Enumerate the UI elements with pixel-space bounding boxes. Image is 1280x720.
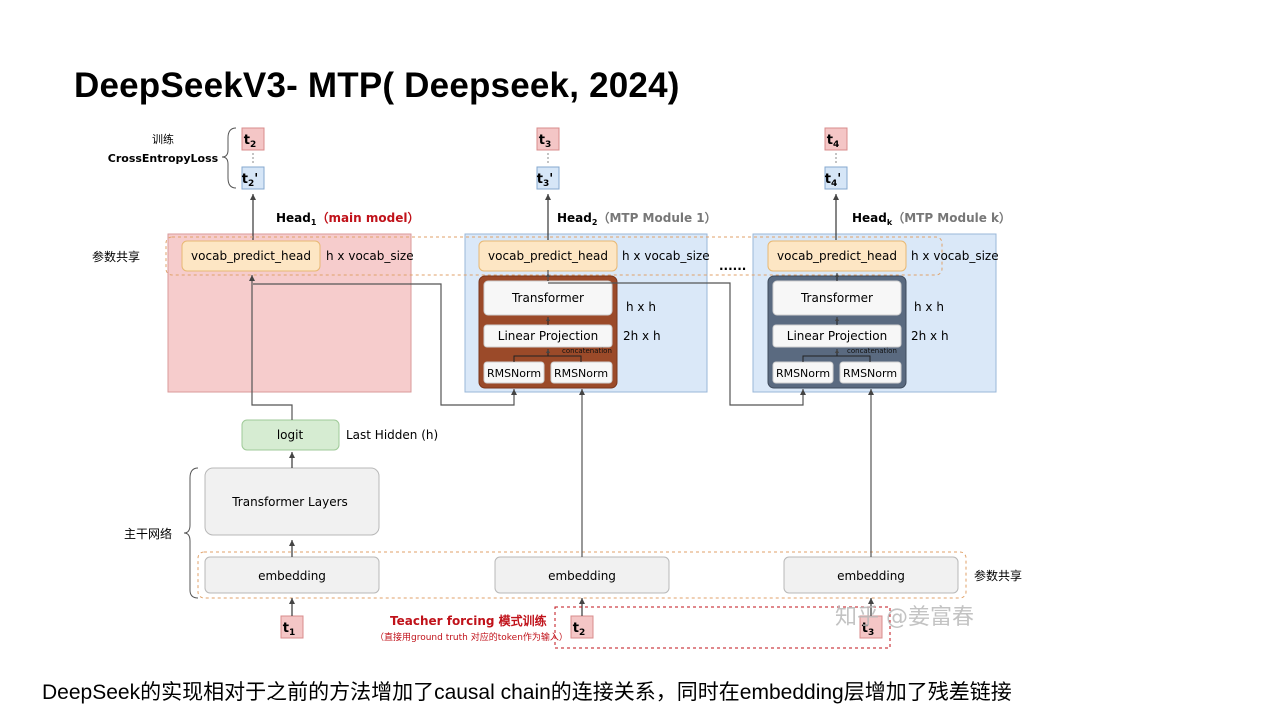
input-token-2: t2 (570, 615, 594, 639)
target-token-2: t3 (536, 127, 560, 151)
transformer-layers-box: Transformer Layers (204, 467, 380, 536)
svg-text:t4: t4 (827, 133, 839, 150)
svg-text:vocab_predict_head: vocab_predict_head (777, 249, 897, 263)
head-1-label: Head1（main model） (276, 210, 419, 227)
linear-dim-k: 2h x h (911, 329, 949, 343)
mtp-module-k-block: Transformer Linear Projection RMSNorm RM… (767, 273, 907, 389)
watermark: 知乎 @姜富春 (835, 605, 974, 630)
vocab-predict-head-k: vocab_predict_head (767, 240, 907, 272)
svg-text:embedding: embedding (837, 569, 905, 583)
svg-text:RMSNorm: RMSNorm (843, 367, 897, 380)
svg-text:Transformer: Transformer (511, 291, 584, 305)
head-k-label: Headk（MTP Module k） (852, 210, 1011, 227)
vocab-dim-k: h x vocab_size (911, 249, 999, 263)
svg-text:t4': t4' (825, 172, 841, 189)
svg-text:t1: t1 (283, 621, 295, 638)
svg-text:t3: t3 (539, 133, 551, 150)
target-token-3: t4 (824, 127, 848, 151)
target-token-1: t2 (241, 127, 265, 151)
input-token-1: t1 (280, 615, 304, 639)
svg-text:t3': t3' (537, 172, 553, 189)
head-2-label: Head2（MTP Module 1） (557, 210, 717, 227)
svg-text:Linear Projection: Linear Projection (787, 329, 887, 343)
transformer-dim-k: h x h (914, 300, 944, 314)
svg-text:t3: t3 (862, 621, 874, 638)
last-hidden-label: Last Hidden (h) (346, 428, 438, 442)
mtp-module-1-block: Transformer Linear Projection RMSNorm RM… (478, 273, 618, 389)
pred-token-2: t3' (536, 166, 560, 190)
vocab-predict-head-2: vocab_predict_head (478, 240, 618, 272)
logit-box: logit (241, 419, 340, 451)
embedding-box-1: embedding (204, 556, 380, 594)
loss-label: CrossEntropyLoss (108, 152, 219, 165)
svg-text:RMSNorm: RMSNorm (554, 367, 608, 380)
loss-brace (221, 127, 237, 189)
svg-text:Transformer: Transformer (800, 291, 873, 305)
causal-chain-2 (547, 270, 803, 406)
svg-text:embedding: embedding (548, 569, 616, 583)
svg-text:t2: t2 (244, 133, 256, 150)
backbone-brace (183, 467, 199, 599)
slide-caption: DeepSeek的实现相对于之前的方法增加了causal chain的连接关系，… (42, 681, 1012, 704)
svg-text:concatenation: concatenation (562, 347, 612, 355)
linear-dim-2: 2h x h (623, 329, 661, 343)
vocab-dim-2: h x vocab_size (622, 249, 710, 263)
slide-title: DeepSeekV3- MTP( Deepseek, 2024) (74, 66, 680, 105)
svg-text:Linear Projection: Linear Projection (498, 329, 598, 343)
svg-text:vocab_predict_head: vocab_predict_head (191, 249, 311, 263)
vocab-predict-head-1: vocab_predict_head (181, 240, 321, 272)
teacher-forcing-label: Teacher forcing 模式训练 (390, 613, 547, 628)
teacher-forcing-region (554, 606, 891, 649)
transformer-dim-2: h x h (626, 300, 656, 314)
param-share-band (165, 236, 943, 276)
svg-text:RMSNorm: RMSNorm (487, 367, 541, 380)
causal-chain-1 (253, 283, 517, 406)
svg-text:concatenation: concatenation (847, 347, 897, 355)
pred-token-1: t2' (241, 166, 265, 190)
embedding-box-2: embedding (494, 556, 670, 594)
embedding-box-3: embedding (783, 556, 959, 594)
train-label: 训练 (152, 132, 174, 146)
svg-text:t2: t2 (573, 621, 585, 638)
svg-text:Transformer Layers: Transformer Layers (231, 495, 348, 509)
svg-text:vocab_predict_head: vocab_predict_head (488, 249, 608, 263)
param-share-label: 参数共享 (92, 249, 140, 264)
vocab-dim-1: h x vocab_size (326, 249, 414, 263)
svg-text:RMSNorm: RMSNorm (776, 367, 830, 380)
svg-text:logit: logit (277, 428, 304, 442)
ellipsis: ...... (719, 259, 746, 273)
svg-text:t2': t2' (242, 172, 258, 189)
param-share-bottom-label: 参数共享 (974, 568, 1022, 583)
pred-token-3: t4' (824, 166, 848, 190)
backbone-label: 主干网络 (124, 526, 172, 541)
teacher-forcing-note: （直接用ground truth 对应的token作为输入） (375, 631, 568, 643)
svg-text:embedding: embedding (258, 569, 326, 583)
